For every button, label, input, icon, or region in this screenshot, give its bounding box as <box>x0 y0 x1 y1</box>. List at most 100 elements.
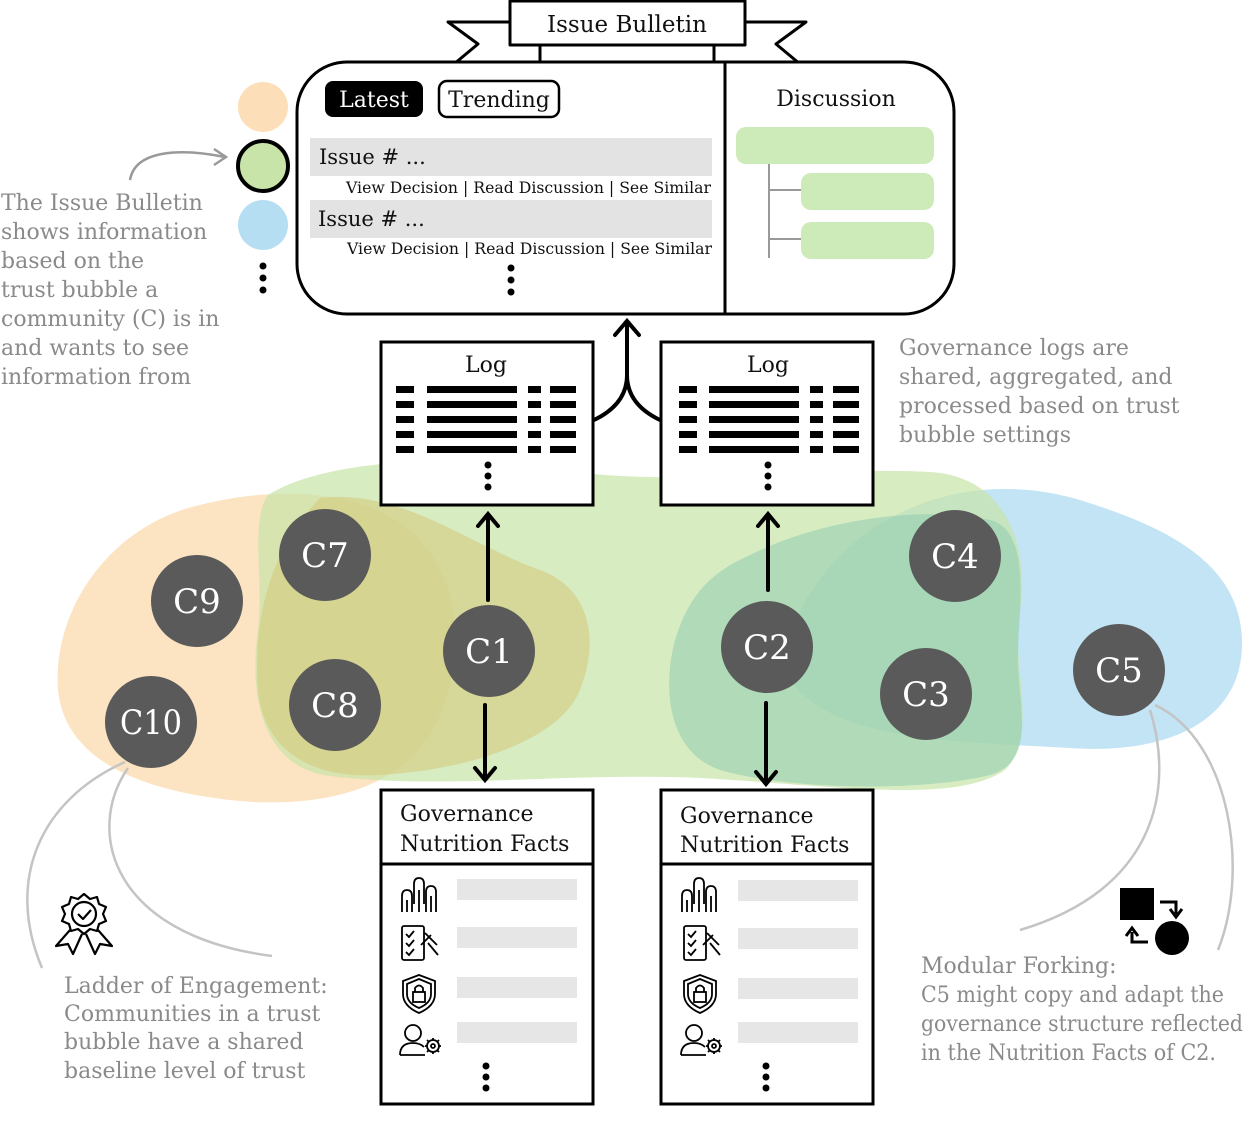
logs-note-line: processed based on trust <box>899 394 1180 419</box>
bulletin-note-line: trust bubble a <box>1 278 158 303</box>
forking-note-line: Modular Forking: <box>921 954 1117 979</box>
checklist-gavel-icon <box>401 925 439 961</box>
user-gear-icon <box>680 1024 722 1056</box>
nutrition-left-more-icon <box>482 1062 490 1092</box>
discussion-reply-2[interactable] <box>801 222 934 259</box>
community-label-c2: C2 <box>743 628 791 668</box>
user-gear-icon <box>399 1024 441 1056</box>
issue-1-title: Issue # ... <box>319 145 426 169</box>
bubble-selector-orange[interactable] <box>238 82 288 132</box>
bulletin-note: The Issue Bulletin shows information bas… <box>1 191 219 390</box>
raised-hands-icon <box>401 877 437 912</box>
issue-2-title: Issue # ... <box>318 207 425 231</box>
checklist-gavel-icon <box>683 925 721 961</box>
community-label-c1: C1 <box>465 632 513 672</box>
bulletin-note-line: The Issue Bulletin <box>1 191 203 216</box>
bulletin-title: Issue Bulletin <box>547 12 707 38</box>
bulletin-note-line: based on the <box>1 249 144 274</box>
community-node-c9[interactable]: C9 <box>151 555 243 647</box>
log-right-rows <box>679 386 859 453</box>
modular-fork-icon <box>1120 888 1189 955</box>
bulletin-note-arrowhead <box>213 147 229 167</box>
community-label-c7: C7 <box>301 536 349 576</box>
log-left: Log <box>379 340 595 507</box>
community-node-c3[interactable]: C3 <box>880 648 972 740</box>
trust-bubbles <box>57 461 1243 803</box>
tab-latest-label: Latest <box>339 88 409 113</box>
log-merge-arrow <box>592 317 662 422</box>
ladder-note: Ladder of Engagement: Communities in a t… <box>64 974 328 1084</box>
forking-note-line: in the Nutrition Facts of C2. <box>921 1041 1216 1066</box>
bulletin-note-arrow <box>128 151 226 181</box>
flow-arrows <box>473 510 780 788</box>
ladder-note-line: bubble have a shared <box>64 1030 304 1055</box>
nutrition-left-bars <box>457 879 577 1043</box>
issue-bulletin: Issue Bulletin Latest Trending Issue # .… <box>295 0 956 316</box>
log-right-title: Log <box>747 353 789 378</box>
ladder-note-line: Ladder of Engagement: <box>64 974 328 999</box>
bubble-selector-green-selected[interactable] <box>236 139 290 193</box>
bubble-selector-blue[interactable] <box>238 200 288 250</box>
log-right: Log <box>659 340 875 507</box>
bulletin-note-line: community (C) is in <box>1 307 219 332</box>
community-label-c9: C9 <box>173 582 221 622</box>
bulletin-panel <box>295 60 956 316</box>
bulletin-note-line: information from <box>1 365 191 390</box>
ladder-note-line: Communities in a trust <box>64 1002 320 1027</box>
nutrition-right-line2: Nutrition Facts <box>680 833 849 858</box>
shield-lock-icon <box>402 974 436 1014</box>
raised-hands-icon <box>681 877 717 912</box>
community-node-c7[interactable]: C7 <box>279 509 371 601</box>
nutrition-right-bars <box>738 880 858 1043</box>
discussion-reply-1[interactable] <box>801 173 934 210</box>
tab-trending-label: Trending <box>448 88 550 113</box>
log-left-title: Log <box>465 353 507 378</box>
issue-1-actions[interactable]: View Decision | Read Discussion | See Si… <box>345 178 711 197</box>
issue-more-dots-icon <box>507 264 515 296</box>
tab-latest[interactable] <box>325 81 423 117</box>
community-node-c4[interactable]: C4 <box>909 510 1001 602</box>
bubble-selector-more-icon <box>259 262 267 294</box>
log-right-more-icon <box>764 461 772 491</box>
community-node-c5[interactable]: C5 <box>1073 624 1165 716</box>
nutrition-facts-left: Governance Nutrition Facts <box>379 788 595 1106</box>
bubble-selector <box>236 82 290 294</box>
nutrition-facts-right: Governance Nutrition Facts <box>659 788 875 1106</box>
issue-row-1[interactable] <box>310 138 712 176</box>
issue-row-2[interactable] <box>310 200 712 238</box>
logs-note: Governance logs are shared, aggregated, … <box>899 336 1180 448</box>
ladder-note-line: baseline level of trust <box>64 1059 305 1084</box>
log-left-box <box>379 340 595 507</box>
tab-trending[interactable] <box>437 79 561 119</box>
community-node-c2[interactable]: C2 <box>721 601 813 693</box>
nutrition-right-line1: Governance <box>680 804 814 829</box>
bulletin-ribbon <box>446 0 808 66</box>
shield-lock-icon <box>683 974 717 1014</box>
community-nodes: C1 C2 C3 C4 C5 C7 C8 C9 <box>105 509 1165 768</box>
community-label-c5: C5 <box>1095 651 1143 691</box>
community-label-c3: C3 <box>902 675 950 715</box>
logs-note-line: shared, aggregated, and <box>899 365 1173 390</box>
connector-curves <box>26 703 1234 969</box>
community-label-c4: C4 <box>931 537 979 577</box>
ribbon-center <box>508 0 747 47</box>
forking-note: Modular Forking: C5 might copy and adapt… <box>921 954 1243 1066</box>
nutrition-right-more-icon <box>762 1062 770 1092</box>
discussion-thread-lines <box>768 164 801 258</box>
log-left-more-icon <box>484 461 492 491</box>
community-label-c8: C8 <box>311 686 359 726</box>
discussion-thread-root[interactable] <box>736 127 934 164</box>
community-node-c1[interactable]: C1 <box>443 605 535 697</box>
forking-note-line: C5 might copy and adapt the <box>921 983 1224 1008</box>
forking-note-line: governance structure reflected <box>921 1012 1243 1037</box>
bulletin-note-line: shows information <box>1 220 207 245</box>
bulletin-note-line: and wants to see <box>1 336 189 361</box>
logs-note-line: bubble settings <box>899 423 1071 448</box>
community-node-c10[interactable]: C10 <box>105 676 197 768</box>
award-badge-icon <box>54 892 114 956</box>
community-label-c10: C10 <box>120 703 182 743</box>
community-node-c8[interactable]: C8 <box>289 659 381 751</box>
issue-2-actions[interactable]: View Decision | Read Discussion | See Si… <box>346 239 712 258</box>
